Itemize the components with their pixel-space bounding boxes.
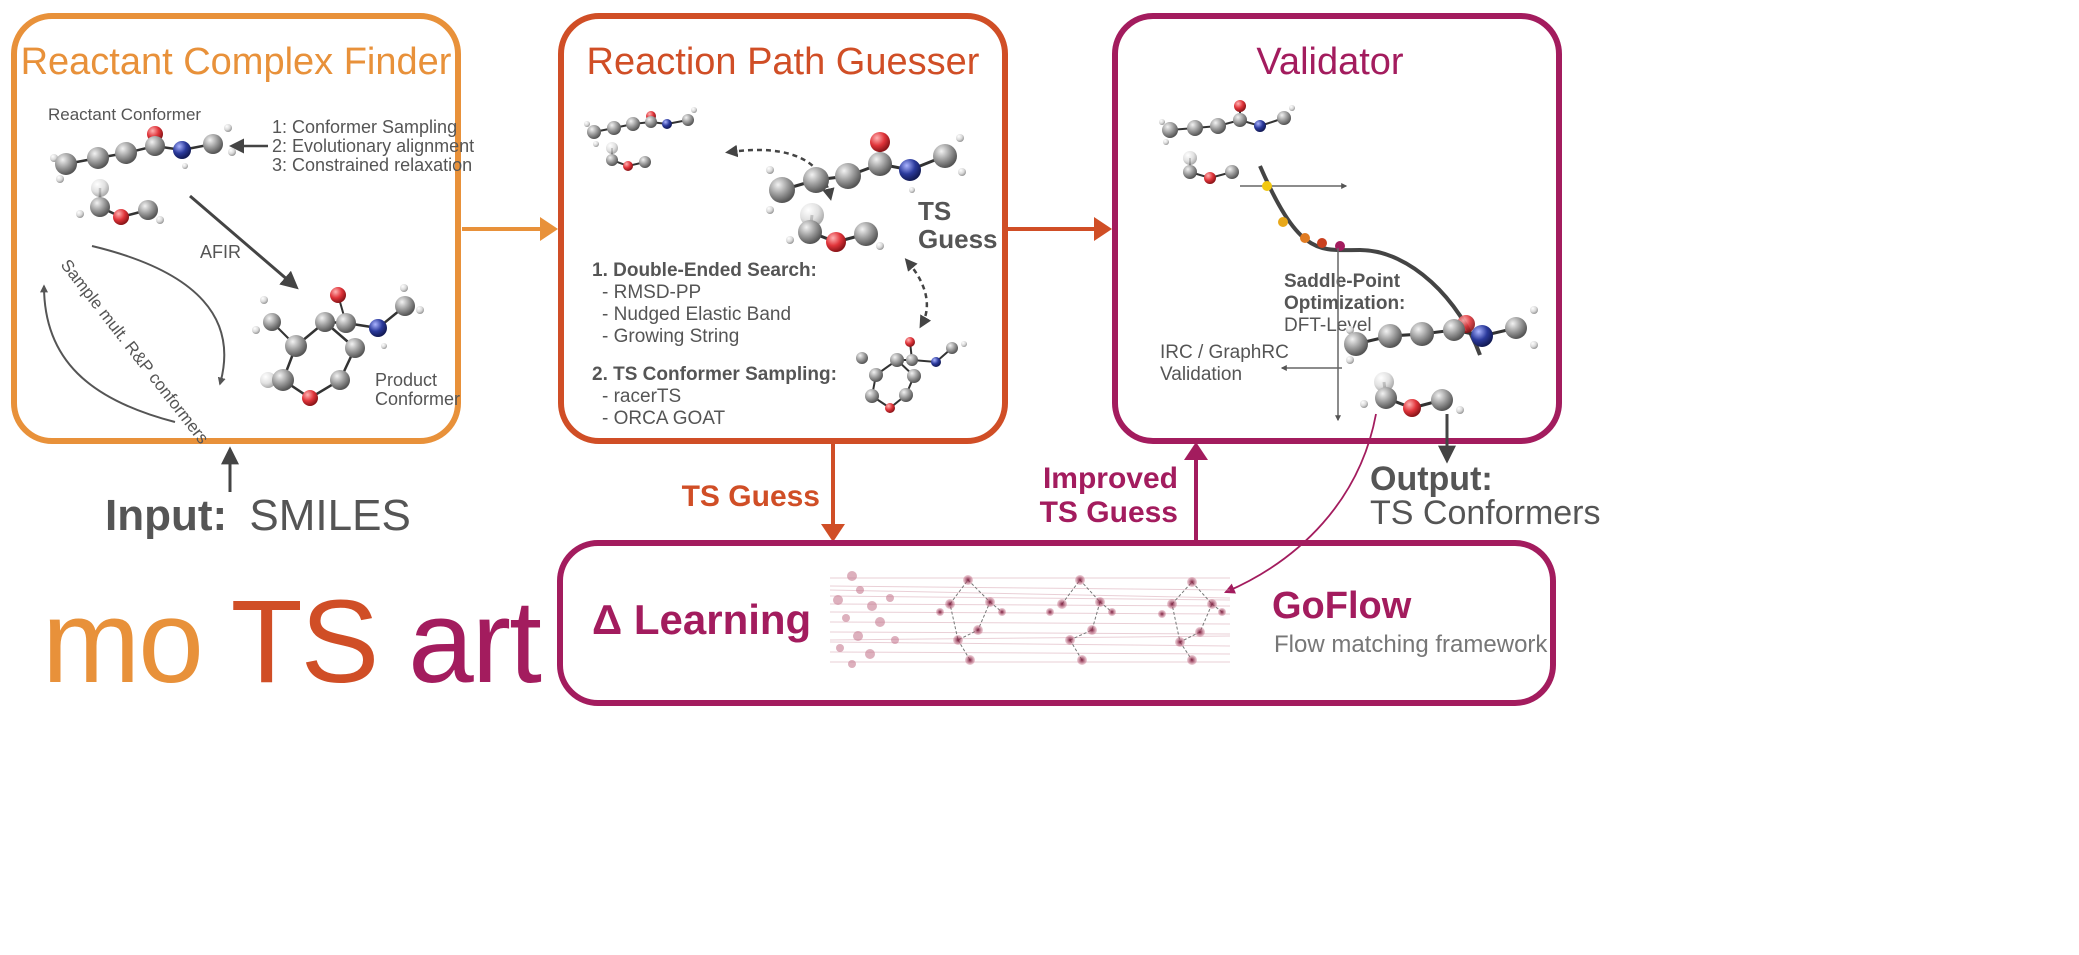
afir-label: AFIR	[200, 242, 241, 262]
finder-step-2: 2: Evolutionary alignment	[272, 136, 474, 156]
finder-box	[11, 13, 461, 444]
guesser-title: Reaction Path Guesser	[587, 41, 980, 83]
product-molecule	[252, 284, 424, 406]
method1-item-2: - Nudged Elastic Band	[602, 304, 791, 325]
method1-item-1: - RMSD-PP	[602, 282, 701, 303]
reactant-conformer-label: Reactant Conformer	[48, 105, 201, 124]
product-label-1: Product	[375, 370, 437, 390]
validator-title: Validator	[1256, 41, 1404, 83]
finder-to-guesser-arrowhead	[540, 217, 558, 241]
improved-label-1: Improved	[1043, 462, 1178, 495]
ts-guess-molecule	[766, 132, 966, 252]
method2-item-2: - ORCA GOAT	[602, 408, 726, 429]
logo-part-ts: TS	[231, 576, 378, 708]
input-label: Input: SMILES	[105, 491, 411, 540]
opt-step-2	[1278, 217, 1288, 227]
finder-title: Reactant Complex Finder	[21, 41, 452, 83]
sample-arrow-left	[40, 284, 176, 423]
guesser-small-product	[856, 337, 967, 413]
opt-step-1	[1262, 181, 1272, 191]
saddle-label-1: Saddle-Point	[1284, 271, 1401, 292]
opt-step-5	[1335, 241, 1345, 251]
ts-guess-label-2: Guess	[918, 224, 998, 254]
sample-arrow-right	[91, 245, 226, 386]
learning-box	[557, 540, 1556, 706]
logo-part-art: art	[408, 576, 541, 708]
validator-ts-molecule	[1344, 306, 1538, 417]
method2-title: 2. TS Conformer Sampling:	[592, 364, 837, 385]
input-value: SMILES	[249, 491, 410, 540]
method1-title: 1. Double-Ended Search:	[592, 260, 817, 281]
method1-item-3: - Growing String	[602, 326, 739, 347]
output-prefix: Output:	[1370, 460, 1493, 498]
improved-label-2: TS Guess	[1040, 496, 1178, 529]
guesser-dashed-arrow-bottom	[904, 258, 932, 329]
irc-label-1: IRC / GraphRC	[1160, 342, 1289, 363]
motsart-logo: mo TS art	[42, 576, 541, 708]
reactant-molecule	[50, 124, 236, 225]
finder-step-1: 1: Conformer Sampling	[272, 117, 457, 137]
opt-step-3	[1300, 233, 1310, 243]
feedback-curve-arrow	[1224, 413, 1377, 594]
energy-curve	[1258, 165, 1482, 356]
afir-arrow	[189, 194, 299, 290]
guesser-to-validator-arrowhead	[1094, 217, 1112, 241]
ts-guess-down-arrowhead	[821, 524, 845, 542]
opt-step-4	[1317, 238, 1327, 248]
goflow-subtitle: Flow matching framework	[1274, 631, 1548, 658]
logo-part-mo: mo	[42, 576, 202, 708]
saddle-label-2: Optimization:	[1284, 293, 1405, 314]
ts-guess-flow-label: TS Guess	[682, 480, 820, 513]
irc-label-2: Validation	[1160, 364, 1242, 385]
method2-item-1: - racerTS	[602, 386, 681, 407]
flow-matching-illustration	[829, 571, 1231, 668]
guesser-small-reactant	[584, 107, 697, 171]
ts-guess-label-1: TS	[918, 196, 951, 226]
improved-up-arrowhead	[1184, 442, 1208, 460]
validator-reactant	[1159, 100, 1295, 184]
guesser-box	[558, 13, 1008, 444]
goflow-title: GoFlow	[1272, 585, 1412, 627]
output-value: TS Conformers	[1370, 494, 1601, 532]
validator-box	[1112, 13, 1562, 444]
delta-learning-label: Δ Learning	[592, 596, 811, 643]
finder-step-3: 3: Constrained relaxation	[272, 155, 472, 175]
product-label-2: Conformer	[375, 389, 460, 409]
sample-label: Sample mult. R&P conformers	[57, 256, 213, 448]
input-prefix: Input:	[105, 491, 227, 540]
